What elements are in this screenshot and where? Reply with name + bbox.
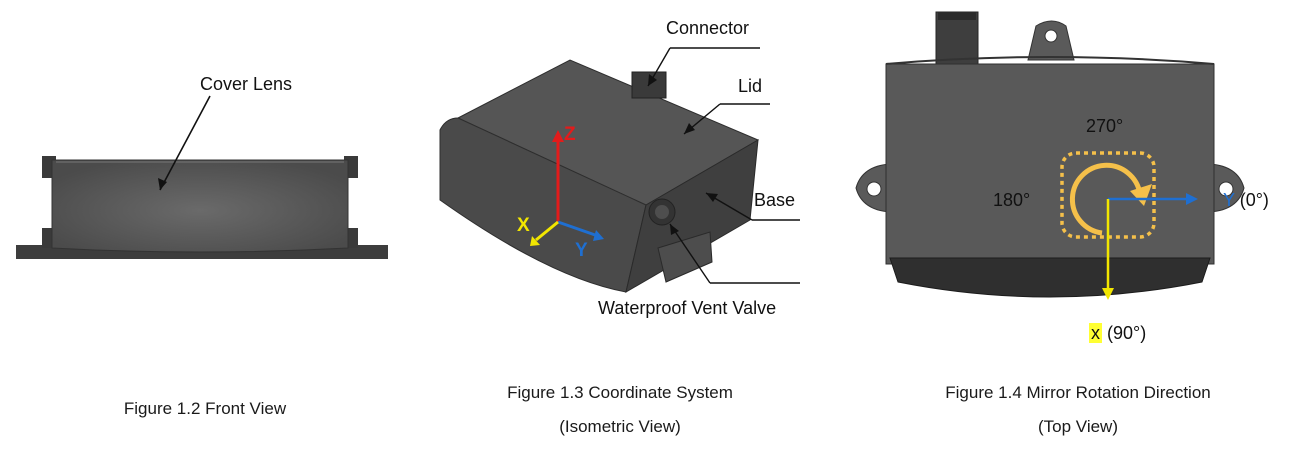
x-ninety-label: x (90°) — [1089, 323, 1146, 344]
top-view-drawing — [855, 11, 1245, 300]
axis-y-label: Y — [575, 240, 588, 261]
caption-line-1: Figure 1.4 Mirror Rotation Direction — [945, 383, 1211, 402]
caption-line-1: Figure 1.3 Coordinate System — [507, 383, 733, 402]
figure-1-4-caption: Figure 1.4 Mirror Rotation Direction (To… — [888, 376, 1268, 444]
cover-lens-leader — [159, 95, 211, 191]
figure-front-view: Cover Lens Figure 1.2 Front View — [0, 0, 400, 454]
y-angle: (0°) — [1239, 190, 1269, 210]
figure-isometric-view: Z X Y Connector Lid Base Waterproof Vent… — [400, 0, 840, 454]
caption-line-2: (Isometric View) — [559, 417, 681, 436]
axis-z-label: Z — [564, 124, 576, 145]
lens-strip — [889, 257, 1211, 298]
vent-valve-label: Waterproof Vent Valve — [598, 298, 777, 318]
figure-1-2-caption: Figure 1.2 Front View — [60, 392, 350, 426]
figure-top-view: 270° 180° Y (0°) x (90°) Figure 1.4 Mirr… — [840, 0, 1290, 454]
isometric-drawing: Z X Y — [439, 47, 800, 294]
cover-lens-body — [51, 159, 349, 253]
base-foot — [657, 231, 713, 283]
rotation-arrow-icon — [1069, 162, 1143, 236]
connector-top — [935, 11, 979, 73]
top-body — [885, 63, 1215, 265]
x-axis — [535, 220, 559, 242]
front-face — [439, 117, 647, 293]
vent-valve-leader — [669, 223, 711, 284]
y-axis — [557, 220, 599, 238]
x-angle: (90°) — [1107, 323, 1147, 343]
y-letter: Y — [1223, 190, 1235, 210]
cover-lens-label: Cover Lens — [200, 74, 293, 94]
front-view-drawing — [16, 95, 388, 259]
connector-label: Connector — [666, 18, 750, 38]
axis-x-label: X — [517, 215, 530, 236]
lid-label: Lid — [738, 76, 763, 96]
y-zero-label: Y (0°) — [1223, 190, 1269, 211]
figure-1-3-caption: Figure 1.3 Coordinate System (Isometric … — [445, 376, 795, 444]
caption-line: Figure 1.2 Front View — [123, 399, 287, 418]
base-label: Base — [754, 190, 796, 210]
deg-270-label: 270° — [1086, 116, 1124, 136]
deg-180-label: 180° — [993, 190, 1031, 210]
x-letter: x — [1089, 323, 1102, 343]
caption-line-2: (Top View) — [1038, 417, 1118, 436]
